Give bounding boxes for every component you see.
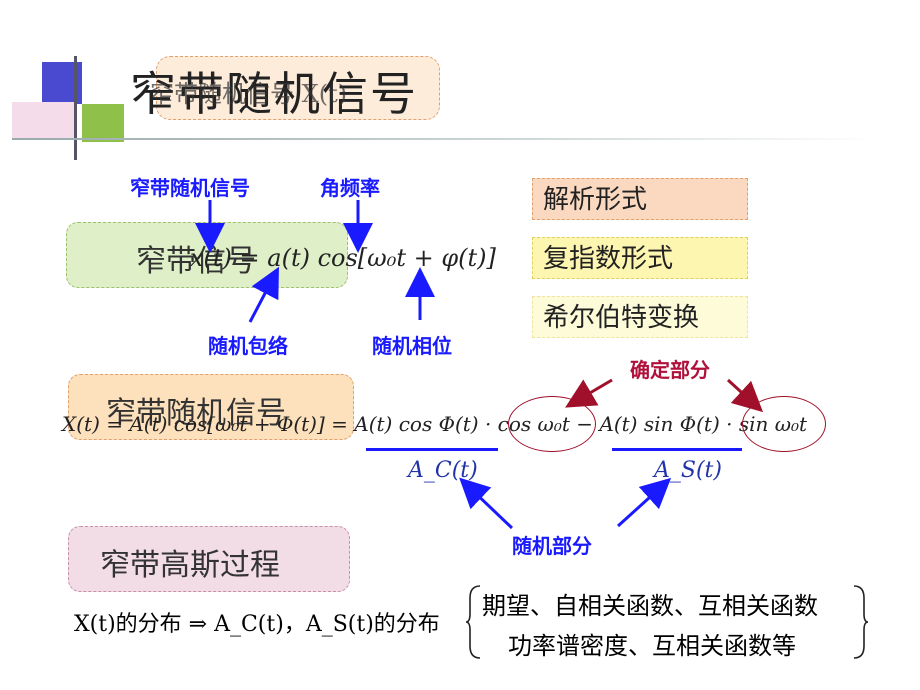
- pill-narrowband-random-label: 窄带随机信号: [106, 396, 286, 431]
- label-random-envelope: 随机包络: [208, 334, 288, 358]
- brace-right: [853, 585, 868, 659]
- pill-gaussian: [68, 526, 350, 592]
- label-deterministic-part: 确定部分: [630, 358, 710, 382]
- formula-ac: A_C(t): [408, 458, 478, 483]
- label-random-phase: 随机相位: [372, 334, 452, 358]
- title-overlay-formula: 窄带随机信号 X(t): [150, 80, 348, 108]
- box-complex-exp-form: 复指数形式: [532, 237, 748, 279]
- distribution-line-2: 功率谱密度、互相关函数等: [508, 632, 796, 660]
- pill-gaussian-label: 窄带高斯过程: [100, 548, 280, 583]
- formula-as: A_S(t): [654, 458, 722, 483]
- page-title: 窄带随机信号: [130, 67, 418, 121]
- formula-narrowband: x(t) = a(t) cos[ω₀t + φ(t)]: [190, 244, 496, 272]
- underline-as: [612, 448, 742, 451]
- deco-square-green: [82, 104, 124, 142]
- title-divider: [12, 138, 880, 140]
- label-random-part: 随机部分: [512, 534, 592, 558]
- ellipse-sin-term: [742, 396, 826, 452]
- distribution-statement: X(t)的分布 ⇒ A_C(t)，A_S(t)的分布: [74, 612, 440, 637]
- label-narrowband-signal: 窄带随机信号: [130, 176, 250, 200]
- box-analytic-form: 解析形式: [532, 178, 748, 220]
- brace-left: [466, 585, 481, 659]
- formula-narrowband-random: X(t) = A(t) cos[ω₀t + Φ(t)] = A(t) cos Φ…: [62, 412, 808, 436]
- distribution-line-1: 期望、自相关函数、互相关函数: [482, 592, 818, 620]
- ellipse-cos-term: [508, 396, 596, 452]
- underline-ac: [366, 448, 498, 451]
- pill-narrowband-random: [68, 374, 354, 440]
- deco-square-pink: [12, 102, 74, 138]
- box-hilbert-transform: 希尔伯特变换: [532, 296, 748, 338]
- title-highlight-box: [156, 56, 440, 120]
- deco-vline: [74, 56, 77, 160]
- label-angular-frequency: 角频率: [320, 176, 380, 200]
